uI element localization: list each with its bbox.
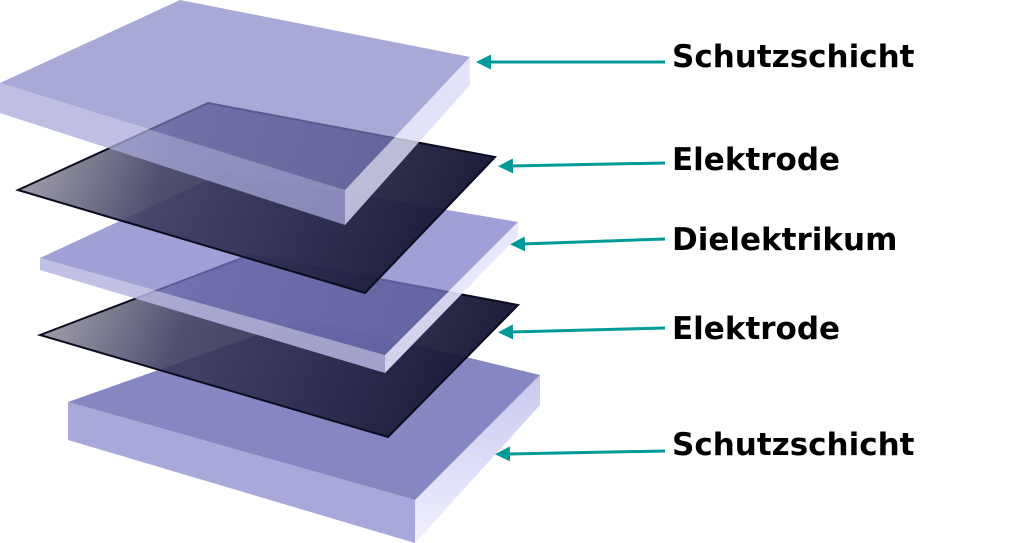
label-upper-electrode: Elektrode bbox=[672, 142, 840, 178]
top-protective-side-face bbox=[345, 57, 470, 225]
bottom-protective-side-face bbox=[415, 375, 540, 543]
dielectric-side-face bbox=[385, 222, 518, 373]
arrow-lower-electrode bbox=[498, 324, 666, 340]
arrow-bottom-protective-layer bbox=[495, 446, 666, 462]
label-bottom-protective-layer: Schutzschicht bbox=[672, 427, 915, 463]
bottom-protective-front-face bbox=[68, 402, 415, 543]
top-protective-front-face bbox=[0, 83, 345, 225]
label-dielectric: Dielektrikum bbox=[672, 222, 897, 258]
top-protective-top-face bbox=[0, 0, 470, 190]
top-protective-layer bbox=[0, 0, 470, 225]
arrow-upper-electrode bbox=[498, 158, 666, 174]
label-top-protective-layer: Schutzschicht bbox=[672, 39, 915, 75]
label-lower-electrode: Elektrode bbox=[672, 311, 840, 347]
arrow-dielectric bbox=[510, 236, 666, 252]
dielectric-front-face bbox=[40, 258, 385, 373]
